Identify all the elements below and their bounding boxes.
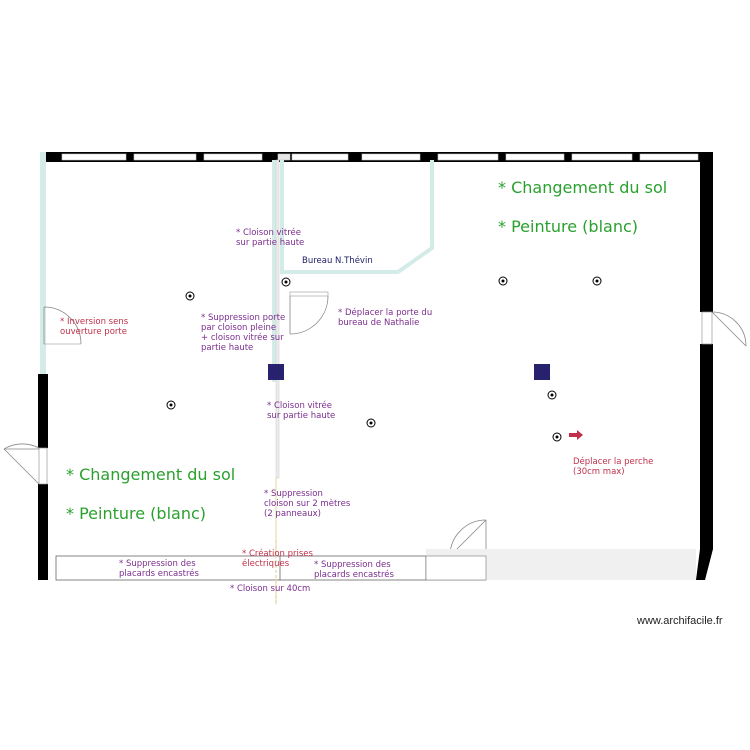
light-point — [552, 432, 562, 442]
left-wall-lower — [38, 484, 48, 556]
right-door — [701, 311, 747, 347]
pillar — [268, 364, 284, 380]
window — [277, 153, 291, 161]
note-cloison-vitree-haut: * Cloison vitrée sur partie haute — [236, 228, 305, 248]
office-door — [289, 291, 329, 335]
central-partition-wall — [275, 159, 280, 479]
window — [571, 153, 633, 161]
central-glass-partition — [272, 160, 276, 382]
note-cloison-vitree-bas: * Cloison vitrée sur partie haute — [267, 401, 336, 421]
left-wall-corner — [38, 556, 48, 580]
move-arrow-icon — [569, 430, 583, 440]
light-point — [281, 277, 291, 287]
left-wall-upper — [38, 374, 48, 448]
works-left-floor: * Changement du sol — [66, 465, 236, 484]
label-bureau-nthevin: Bureau N.Thévin — [302, 256, 373, 266]
note-inversion-porte: * Inversion sens ouverture porte — [60, 317, 129, 337]
note-creation-prises: * Création prises électriques — [242, 549, 313, 569]
window — [361, 153, 421, 161]
note-cloison-40cm: * Cloison sur 40cm — [230, 584, 311, 594]
left-interior-door — [43, 306, 82, 345]
top-windows — [61, 153, 699, 161]
light-point — [366, 418, 376, 428]
note-placards-droite: * Suppression des placards encastrés — [314, 560, 394, 580]
right-wall-corner — [696, 549, 713, 580]
note-suppression-cloison: * Suppression cloison sur 2 mètres (2 pa… — [264, 489, 351, 519]
window — [437, 153, 499, 161]
light-point — [592, 276, 602, 286]
window — [61, 153, 127, 161]
note-deplacer-porte: * Déplacer la porte du bureau de Nathali… — [338, 308, 433, 328]
light-point — [498, 276, 508, 286]
window — [203, 153, 263, 161]
pillar — [534, 364, 550, 380]
right-wall-upper — [700, 152, 713, 312]
works-right-floor: * Changement du sol — [498, 178, 668, 197]
note-suppression-porte: * Suppression porte par cloison pleine +… — [201, 313, 286, 353]
note-deplacer-perche: Déplacer la perche (30cm max) — [573, 457, 654, 477]
window — [291, 153, 349, 161]
window — [505, 153, 565, 161]
works-left-paint: * Peinture (blanc) — [66, 504, 206, 523]
light-point — [185, 291, 195, 301]
note-placards-gauche: * Suppression des placards encastrés — [119, 559, 199, 579]
window — [133, 153, 197, 161]
window — [639, 153, 699, 161]
light-point — [166, 400, 176, 410]
left-glass-partition — [40, 152, 46, 374]
office-glass-partition — [280, 160, 434, 274]
ceiling-lights — [166, 276, 602, 442]
watermark: www.archifacile.fr — [637, 615, 723, 627]
right-wall-lower — [700, 344, 713, 549]
light-point — [547, 390, 557, 400]
floor-area — [38, 152, 712, 580]
left-exterior-door — [3, 443, 48, 485]
works-right-paint: * Peinture (blanc) — [498, 217, 638, 236]
